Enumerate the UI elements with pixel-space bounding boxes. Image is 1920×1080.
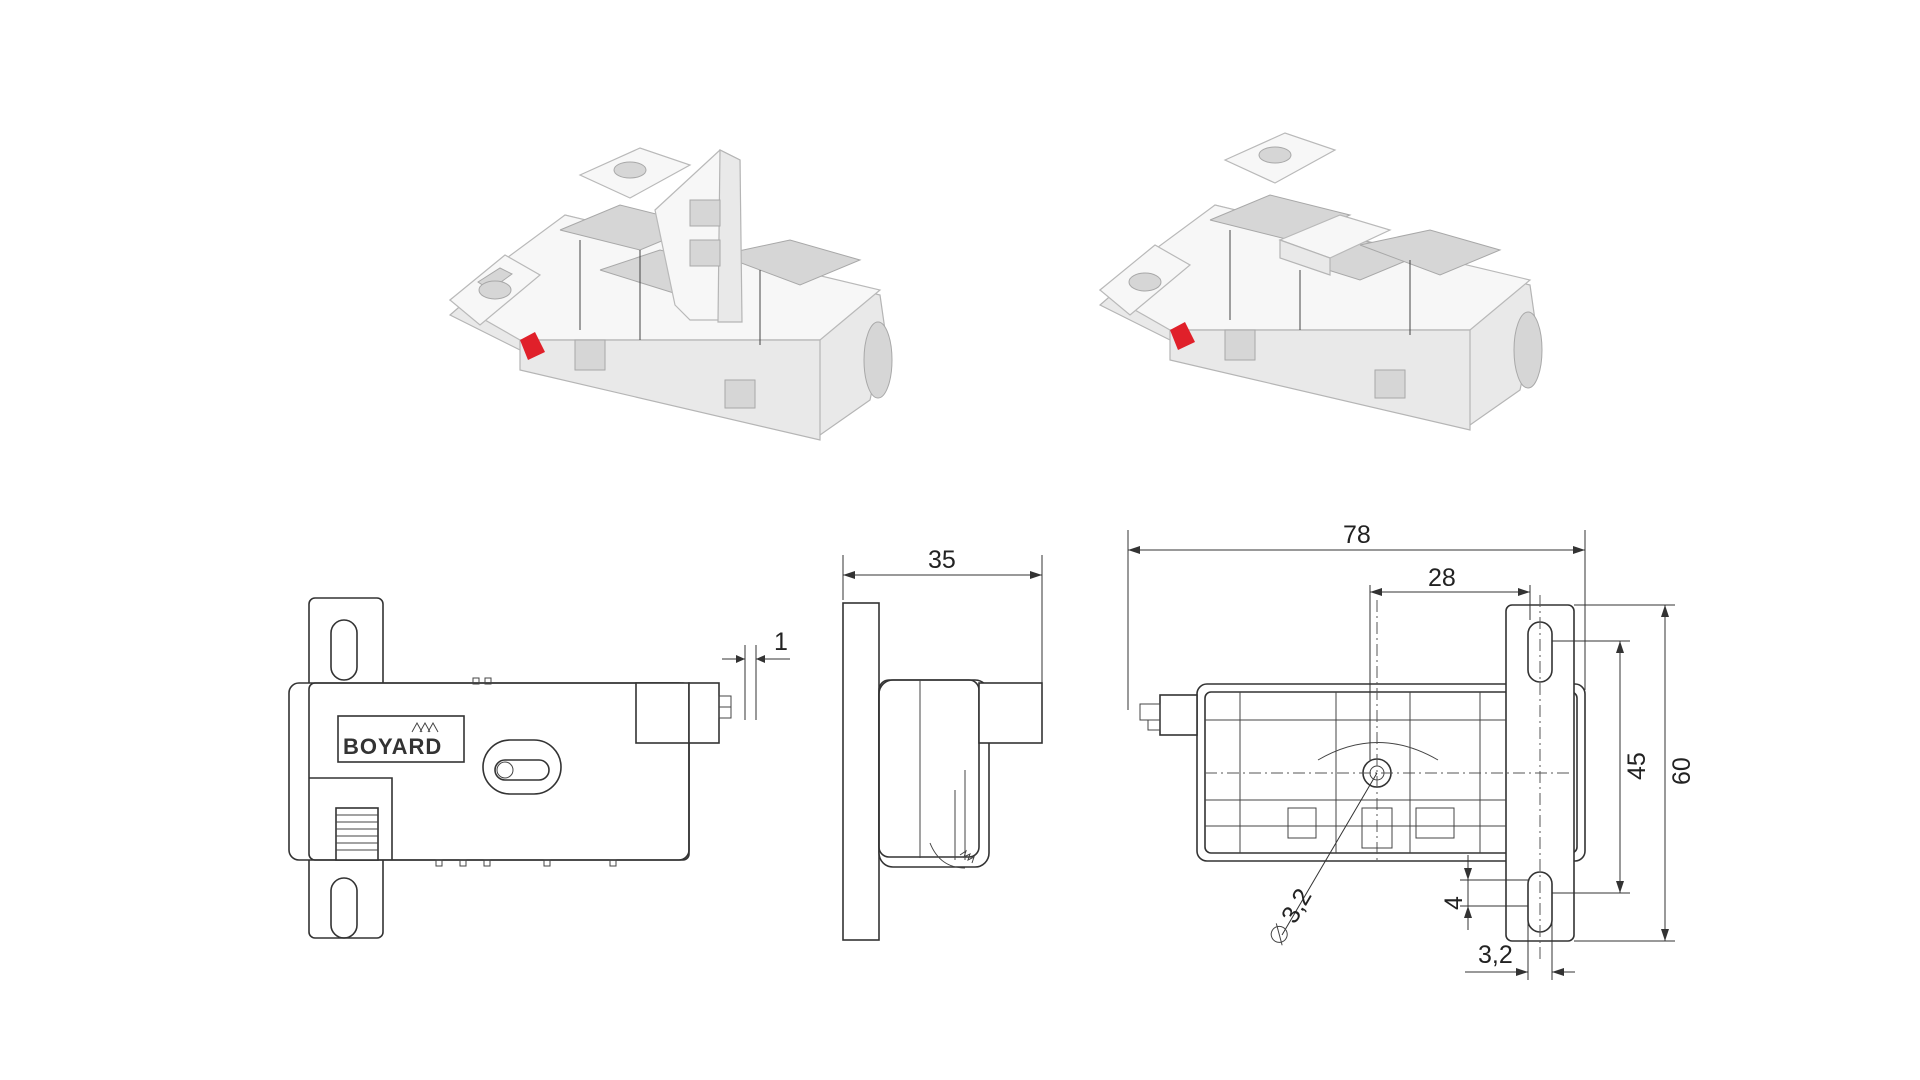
side-view: 35 xyxy=(842,546,1043,941)
dimension-screw-hole-size: 3,2 xyxy=(1478,941,1513,969)
dimension-offset: 1 xyxy=(774,628,788,656)
dimension-height: 60 xyxy=(1668,757,1696,785)
red-release-button xyxy=(520,332,545,360)
bottom-slot-icon xyxy=(330,877,358,939)
diameter-icon xyxy=(1270,925,1288,943)
adjustment-window xyxy=(482,739,562,795)
top-slot-icon xyxy=(330,619,358,681)
slot-hole-icon xyxy=(478,280,512,300)
dimension-total-width: 78 xyxy=(1343,521,1371,549)
ratchet-grip xyxy=(335,807,379,861)
isometric-view-open xyxy=(1098,132,1543,431)
dimension-screw-diameter: 3,2 xyxy=(1276,884,1318,928)
dimension-side-depth: 35 xyxy=(928,546,956,574)
dimension-slot-width: 4 xyxy=(1440,896,1468,910)
mountain-peaks-icon xyxy=(411,721,439,733)
front-view: BOYARD 1 xyxy=(288,597,790,939)
back-view: 78 28 45 60 4 3,2 xyxy=(1127,521,1696,980)
brand-logo-text: BOYARD xyxy=(343,734,442,759)
dimension-hole-distance: 28 xyxy=(1428,564,1456,592)
dimension-hole-spacing: 45 xyxy=(1623,752,1651,780)
isometric-view-with-cover xyxy=(448,147,893,441)
